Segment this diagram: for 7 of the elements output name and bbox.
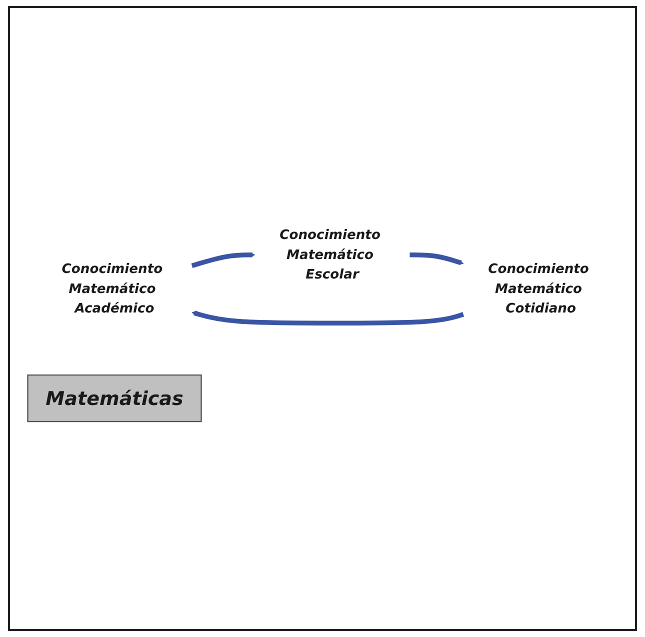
arrow <box>190 252 255 268</box>
arrow <box>409 252 464 265</box>
node-text: Conocimiento Matemático Cotidiano <box>488 261 588 316</box>
arrow <box>191 310 464 325</box>
node-box: Matemáticas <box>26 374 202 422</box>
node-text: Conocimiento Matemático Académico <box>61 261 162 316</box>
node-text: Conocimiento Matemático Escolar <box>279 227 380 282</box>
